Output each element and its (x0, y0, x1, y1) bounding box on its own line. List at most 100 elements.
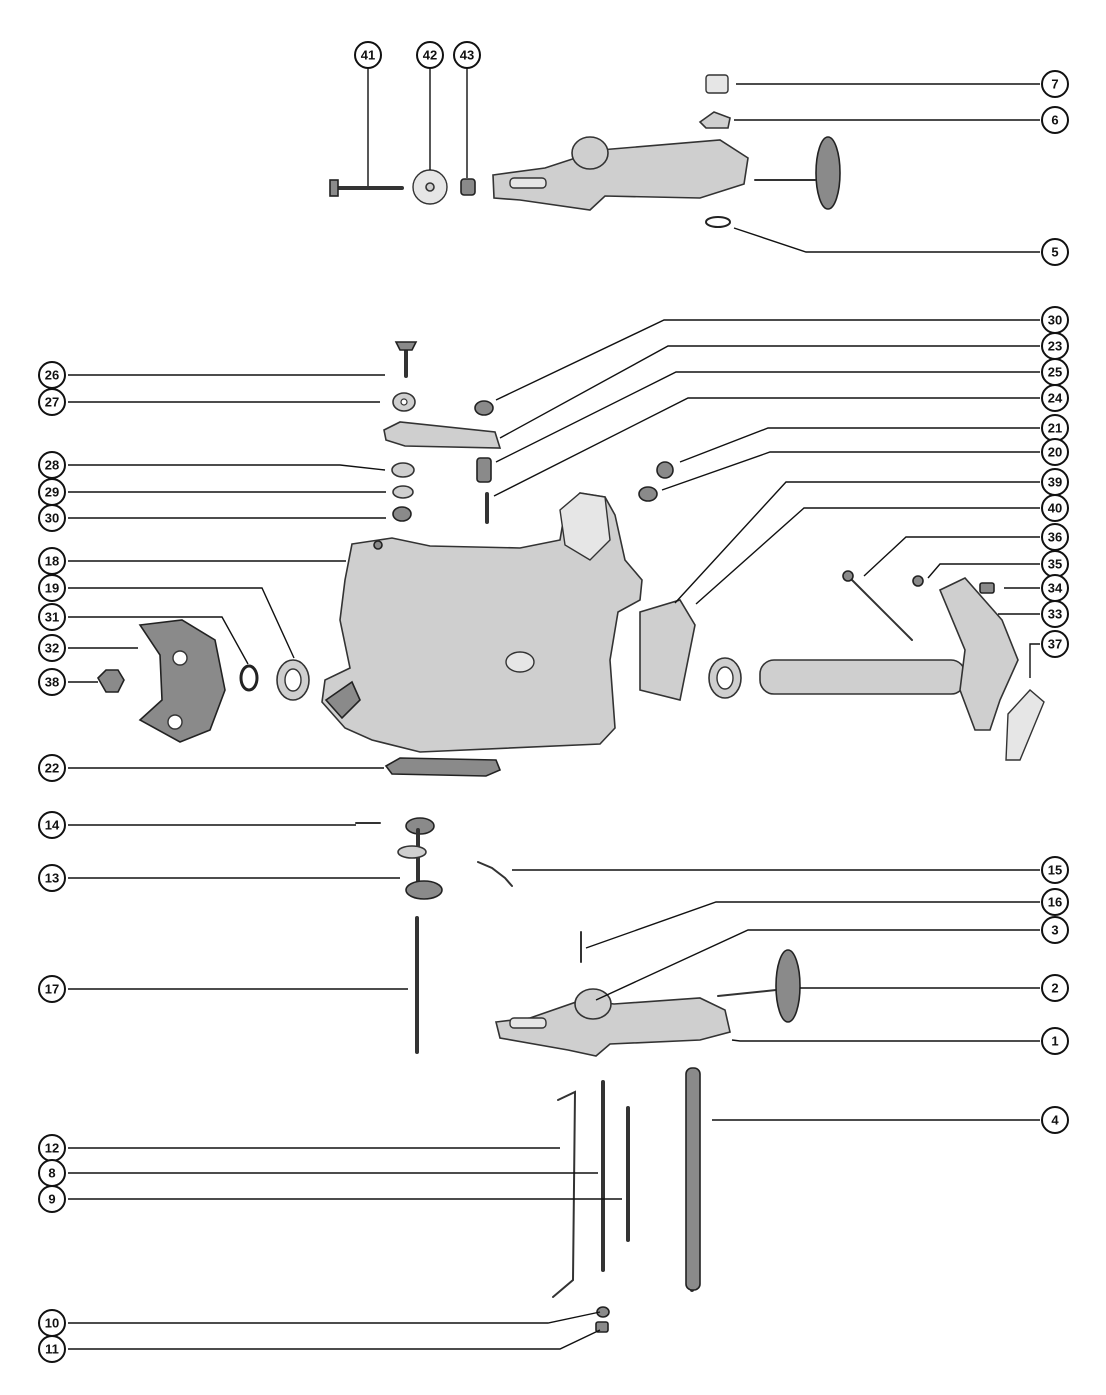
callout-15: 15 (1041, 856, 1069, 884)
swivel-hardware (383, 341, 674, 524)
lower-clamp-bracket (495, 949, 801, 1057)
svg-text:19: 19 (45, 581, 59, 596)
svg-text:3: 3 (1051, 923, 1058, 938)
svg-text:36: 36 (1048, 530, 1062, 545)
callout-3: 3 (1041, 916, 1069, 944)
callout-10: 10 (38, 1309, 66, 1337)
callout-37: 37 (1041, 630, 1069, 658)
svg-text:5: 5 (1051, 245, 1058, 260)
svg-text:29: 29 (45, 485, 59, 500)
svg-text:42: 42 (423, 48, 437, 63)
callout-43: 43 (453, 41, 481, 69)
callout-21: 21 (1041, 414, 1069, 442)
svg-text:34: 34 (1048, 581, 1063, 596)
callout-41: 41 (354, 41, 382, 69)
svg-text:23: 23 (1048, 339, 1062, 354)
callout-22: 22 (38, 754, 66, 782)
svg-text:1: 1 (1051, 1034, 1058, 1049)
svg-text:22: 22 (45, 761, 59, 776)
callout-39: 39 (1041, 468, 1069, 496)
svg-text:30: 30 (1048, 313, 1062, 328)
svg-text:30: 30 (45, 511, 59, 526)
svg-text:33: 33 (1048, 607, 1062, 622)
svg-text:11: 11 (45, 1342, 59, 1357)
callout-28: 28 (38, 451, 66, 479)
tilt-parts-right (639, 570, 1045, 761)
svg-text:9: 9 (48, 1192, 55, 1207)
svg-text:20: 20 (1048, 445, 1062, 460)
callout-6: 6 (1041, 106, 1069, 134)
callouts: 41 42 43 7 6 5 30 23 25 24 21 20 39 40 3… (38, 41, 1069, 1363)
svg-text:8: 8 (48, 1166, 55, 1181)
callout-7: 7 (1041, 70, 1069, 98)
callout-30-left: 30 (38, 504, 66, 532)
svg-text:4: 4 (1051, 1113, 1059, 1128)
callout-4: 4 (1041, 1106, 1069, 1134)
svg-text:6: 6 (1051, 113, 1058, 128)
svg-text:12: 12 (45, 1141, 59, 1156)
svg-text:16: 16 (1048, 895, 1062, 910)
svg-text:15: 15 (1048, 863, 1062, 878)
callout-38: 38 (38, 668, 66, 696)
svg-text:21: 21 (1048, 421, 1062, 436)
upper-clamp-assembly (329, 74, 841, 228)
callout-25: 25 (1041, 358, 1069, 386)
callout-16: 16 (1041, 888, 1069, 916)
svg-text:14: 14 (45, 818, 60, 833)
svg-text:31: 31 (45, 610, 59, 625)
swivel-bracket-housing (321, 492, 643, 753)
callout-27: 27 (38, 388, 66, 416)
svg-text:25: 25 (1048, 365, 1062, 380)
svg-text:27: 27 (45, 395, 59, 410)
callout-26: 26 (38, 361, 66, 389)
callout-1: 1 (1041, 1027, 1069, 1055)
callout-8: 8 (38, 1159, 66, 1187)
svg-text:40: 40 (1048, 501, 1062, 516)
callout-24: 24 (1041, 384, 1069, 412)
callout-14: 14 (38, 811, 66, 839)
svg-text:13: 13 (45, 871, 59, 886)
svg-text:18: 18 (45, 554, 59, 569)
callout-17: 17 (38, 975, 66, 1003)
callout-30-top: 30 (1041, 306, 1069, 334)
callout-20: 20 (1041, 438, 1069, 466)
svg-text:28: 28 (45, 458, 59, 473)
svg-text:26: 26 (45, 368, 59, 383)
parts-illustration (97, 74, 1045, 1333)
callout-42: 42 (416, 41, 444, 69)
callout-34: 34 (1041, 574, 1069, 602)
lower-parts (355, 757, 582, 1054)
callout-13: 13 (38, 864, 66, 892)
callout-2: 2 (1041, 974, 1069, 1002)
svg-text:43: 43 (460, 48, 474, 63)
svg-text:39: 39 (1048, 475, 1062, 490)
svg-text:35: 35 (1048, 557, 1062, 572)
svg-text:10: 10 (45, 1316, 59, 1331)
svg-text:41: 41 (361, 48, 375, 63)
svg-text:2: 2 (1051, 981, 1058, 996)
callout-35: 35 (1041, 550, 1069, 578)
tilt-parts-left (97, 619, 310, 743)
callout-33: 33 (1041, 600, 1069, 628)
callout-23: 23 (1041, 332, 1069, 360)
callout-36: 36 (1041, 523, 1069, 551)
callout-40: 40 (1041, 494, 1069, 522)
callout-29: 29 (38, 478, 66, 506)
svg-text:32: 32 (45, 641, 59, 656)
callout-5: 5 (1041, 238, 1069, 266)
callout-19: 19 (38, 574, 66, 602)
leader-lines (68, 68, 1040, 1350)
rods-and-tubes (552, 1067, 701, 1333)
svg-text:37: 37 (1048, 637, 1062, 652)
callout-9: 9 (38, 1185, 66, 1213)
svg-text:7: 7 (1051, 77, 1058, 92)
callout-32: 32 (38, 634, 66, 662)
callout-12: 12 (38, 1134, 66, 1162)
callout-18: 18 (38, 547, 66, 575)
svg-text:24: 24 (1048, 391, 1063, 406)
callout-11: 11 (38, 1335, 66, 1363)
svg-text:38: 38 (45, 675, 59, 690)
svg-text:17: 17 (45, 982, 59, 997)
callout-31: 31 (38, 603, 66, 631)
